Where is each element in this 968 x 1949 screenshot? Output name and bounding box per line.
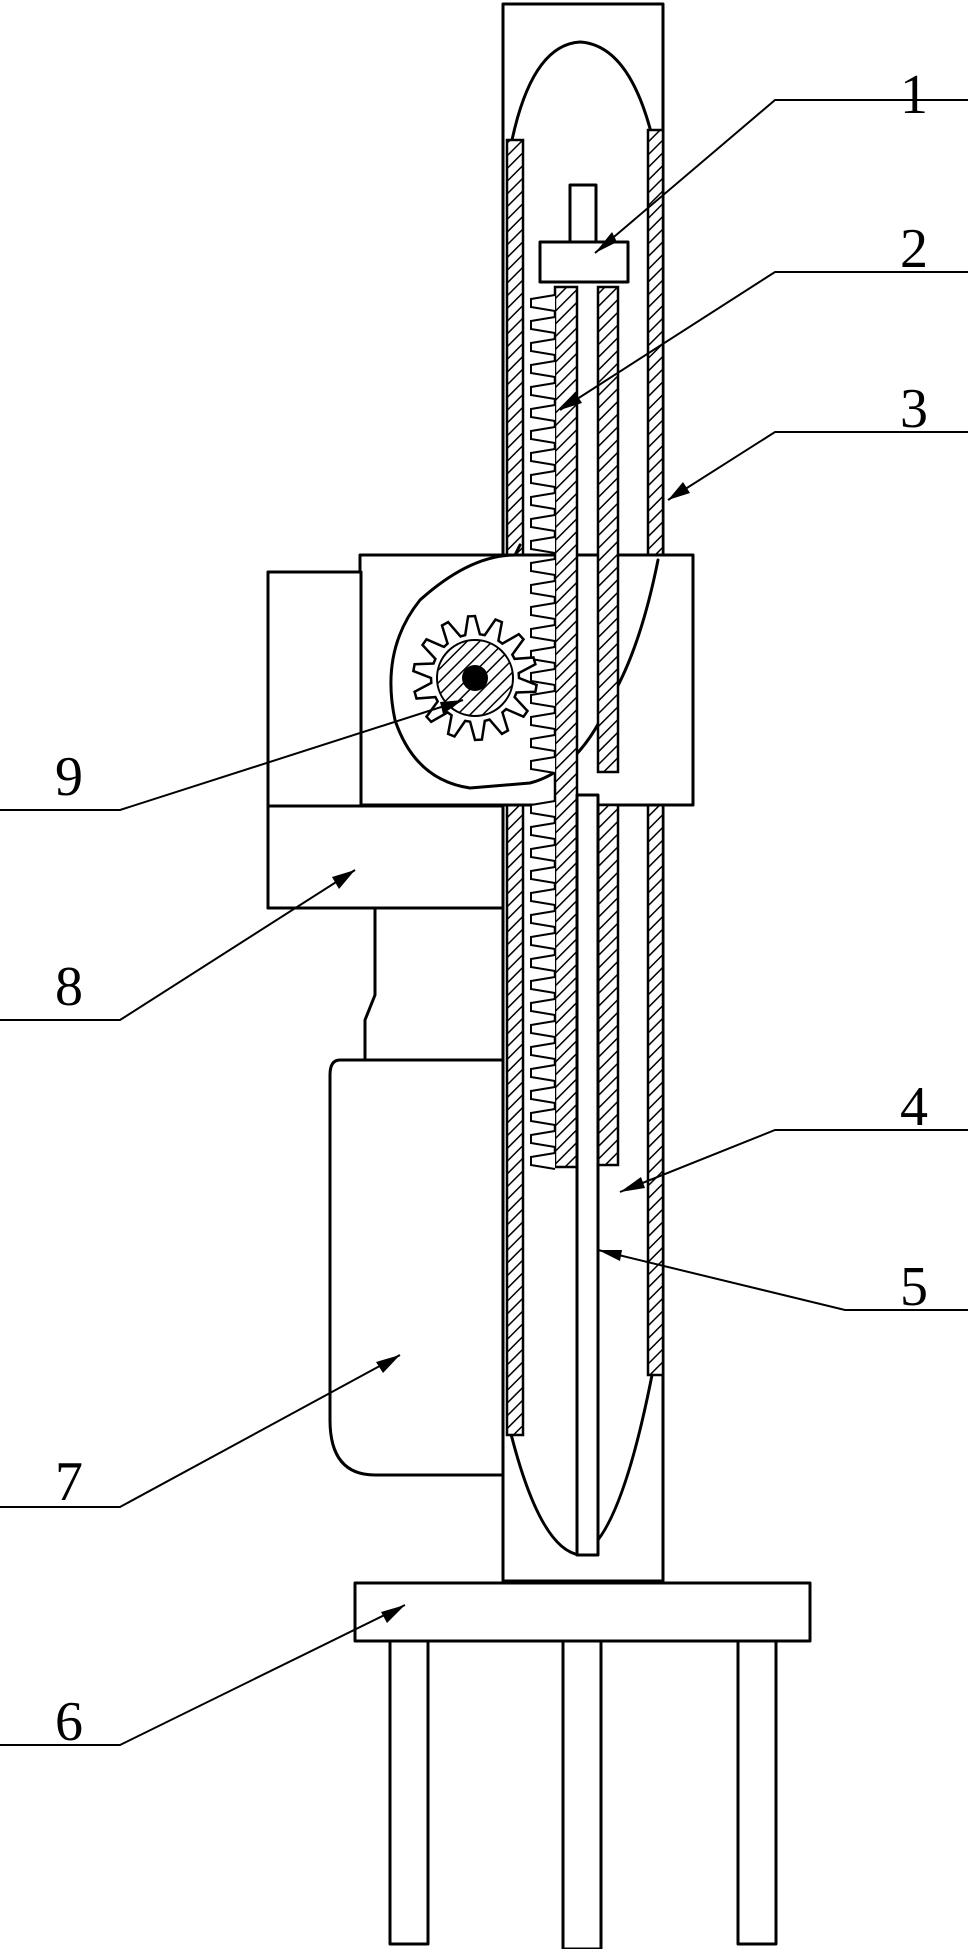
- rack-tooth: [530, 382, 556, 400]
- rack-tooth: [530, 690, 556, 708]
- rack-tooth: [530, 1152, 556, 1170]
- base-plate: [353, 1581, 812, 1643]
- rack-tooth: [530, 888, 556, 906]
- rack-tooth: [530, 866, 556, 884]
- rack-tooth: [530, 624, 556, 642]
- top-collar: [538, 240, 630, 284]
- rack-tooth: [530, 1130, 556, 1148]
- rack-tooth: [530, 954, 556, 972]
- rack-tooth: [530, 822, 556, 840]
- rack-tooth: [530, 316, 556, 334]
- callout-5: 5: [900, 1256, 928, 1318]
- rack-tooth: [530, 470, 556, 488]
- gear-housing-chamber: [389, 543, 660, 790]
- callout-9: 9: [55, 746, 83, 808]
- leg-right: [736, 1639, 778, 1946]
- rack-tooth: [530, 976, 556, 994]
- rack-tooth: [530, 338, 556, 356]
- rack-bar: [553, 285, 579, 1169]
- rack-tooth: [530, 492, 556, 510]
- rack-tooth: [530, 1086, 556, 1104]
- callout-7: 7: [55, 1451, 83, 1513]
- rack-tooth: [530, 426, 556, 444]
- sleeve-wall-right-lower: [646, 803, 665, 1377]
- rack-tooth: [530, 1042, 556, 1060]
- rack-tooth: [530, 404, 556, 422]
- rack-tooth: [530, 536, 556, 554]
- rack-tooth: [530, 580, 556, 598]
- leader-lines: [0, 99, 968, 1746]
- sleeve-wall-left-lower: [505, 798, 525, 1437]
- inner-tube-wall-upper: [596, 285, 620, 774]
- column-inner-top-curve: [508, 40, 655, 152]
- motor-neck: [363, 906, 505, 1062]
- rack-tooth: [530, 646, 556, 664]
- sleeve-wall-left-upper: [505, 138, 525, 557]
- rack-tooth: [530, 558, 556, 576]
- motor-mount-lower: [266, 804, 505, 910]
- rack-tooth: [530, 734, 556, 752]
- rack-tooth: [530, 514, 556, 532]
- rack-tooth: [530, 294, 556, 312]
- leg-center: [561, 1639, 603, 1949]
- rack-tooth: [530, 1064, 556, 1082]
- rack-teeth: [530, 294, 556, 1170]
- callout-3: 3: [900, 378, 928, 440]
- gear-axle: [462, 665, 488, 691]
- callout-4: 4: [900, 1076, 928, 1138]
- rack-tooth: [530, 910, 556, 928]
- rack-tooth: [530, 998, 556, 1016]
- rack-tooth: [530, 800, 556, 818]
- rack-tooth: [530, 448, 556, 466]
- motor-body: [328, 1058, 505, 1477]
- rack-tooth: [530, 1020, 556, 1038]
- inner-tube-wall-lower: [596, 803, 620, 1167]
- rack-tooth: [530, 756, 556, 774]
- leg-left: [388, 1639, 430, 1946]
- rack-tooth: [530, 844, 556, 862]
- rack-tooth: [530, 668, 556, 686]
- callout-1: 1: [900, 64, 928, 126]
- callout-8: 8: [55, 956, 83, 1018]
- rack-tooth: [530, 360, 556, 378]
- central-rod: [575, 793, 600, 1557]
- rod-top-stub: [568, 183, 598, 247]
- callout-6: 6: [55, 1691, 83, 1753]
- rack-tooth: [530, 712, 556, 730]
- rack-tooth: [530, 932, 556, 950]
- callout-2: 2: [900, 218, 928, 280]
- rack-tooth: [530, 1108, 556, 1126]
- rack-tooth: [530, 602, 556, 620]
